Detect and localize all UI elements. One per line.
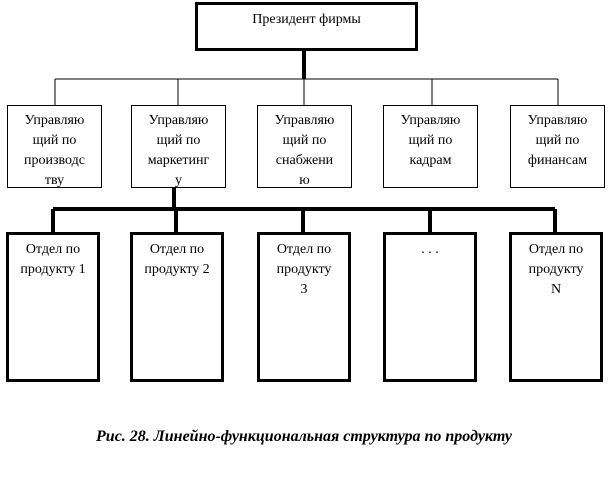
president-label: Президент фирмы	[252, 12, 361, 27]
department-product-2-label: Отдел по продукту 2	[144, 242, 210, 277]
manager-finance-box: Управляю щий по финансам	[510, 105, 605, 188]
manager-supply-label: Управляю щий по снабжени ю	[274, 113, 335, 188]
department-product-3-label: Отдел по продукту 3	[276, 242, 332, 297]
manager-finance-label: Управляю щий по финансам	[527, 113, 588, 168]
department-product-n-box: Отдел по продукту N	[509, 232, 603, 382]
department-product-1-label: Отдел по продукту 1	[20, 242, 86, 277]
manager-marketing-box: Управляю щий по маркетинг у	[131, 105, 226, 188]
president-box: Президент фирмы	[195, 2, 418, 51]
manager-marketing-label: Управляю щий по маркетинг у	[147, 113, 210, 188]
manager-hr-label: Управляю щий по кадрам	[400, 113, 461, 168]
department-product-n-label: Отдел по продукту N	[528, 242, 584, 297]
department-product-3-box: Отдел по продукту 3	[257, 232, 351, 382]
department-ellipsis-label: . . .	[421, 242, 439, 257]
manager-supply-box: Управляю щий по снабжени ю	[257, 105, 352, 188]
manager-hr-box: Управляю щий по кадрам	[383, 105, 478, 188]
figure-caption: Рис. 28. Линейно-функциональная структур…	[96, 428, 512, 445]
manager-production-label: Управляю щий по производс тву	[24, 113, 85, 188]
department-ellipsis-box: . . .	[383, 232, 477, 382]
department-product-2-box: Отдел по продукту 2	[130, 232, 224, 382]
manager-production-box: Управляю щий по производс тву	[7, 105, 102, 188]
department-product-1-box: Отдел по продукту 1	[6, 232, 100, 382]
